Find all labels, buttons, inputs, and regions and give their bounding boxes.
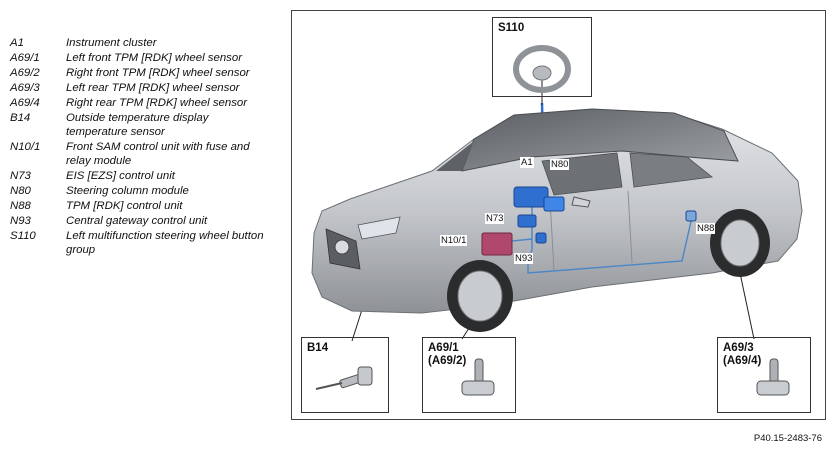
rear-sensor-leader	[739, 272, 755, 340]
legend-desc: Front SAM control unit with fuse and rel…	[66, 141, 250, 167]
legend-code: A69/2	[10, 67, 40, 79]
car-roof-glass	[461, 108, 739, 172]
legend: A1 Instrument cluster A69/1 Left front TPM…	[10, 36, 270, 258]
legend-code: N10/1	[10, 141, 41, 153]
steering-column-module	[543, 196, 565, 212]
tag-n80: N80	[550, 159, 570, 170]
legend-row-b14: B14 Outside temperature display temperatu…	[10, 111, 270, 139]
legend-code: N80	[10, 185, 31, 197]
figure-reference: P40.15-2483-76	[753, 433, 822, 444]
legend-code: S110	[10, 230, 36, 242]
legend-desc: Left front TPM [RDK] wheel sensor	[66, 52, 242, 64]
rear-wheel-rim	[720, 219, 760, 267]
legend-row-a69-1: A69/1 Left front TPM [RDK] wheel sensor	[10, 51, 270, 65]
legend-code: N73	[10, 170, 31, 182]
tag-a1: A1	[520, 157, 534, 168]
legend-desc: TPM [RDK] control unit	[66, 200, 183, 212]
legend-desc: Right rear TPM [RDK] wheel sensor	[66, 97, 248, 109]
legend-row-n88: N88 TPM [RDK] control unit	[10, 199, 270, 213]
callout-title: A69/3 (A69/4)	[723, 342, 762, 367]
central-gateway-unit	[535, 232, 547, 244]
legend-desc: Instrument cluster	[66, 37, 157, 49]
rear-wheel-sensor-icon	[756, 358, 790, 396]
legend-code: A69/3	[10, 82, 40, 94]
legend-code: N93	[10, 215, 31, 227]
front-sam-control-unit	[481, 232, 513, 256]
door-seam-rear	[627, 190, 633, 264]
legend-desc: Right front TPM [RDK] wheel sensor	[66, 67, 250, 79]
tag-n93: N93	[514, 253, 534, 264]
legend-desc: Left rear TPM [RDK] wheel sensor	[66, 82, 240, 94]
legend-row-n80: N80 Steering column module	[10, 184, 270, 198]
legend-row-n10-1: N10/1 Front SAM control unit with fuse an…	[10, 140, 270, 168]
legend-code: A69/4	[10, 97, 40, 109]
legend-code: B14	[10, 112, 31, 124]
legend-desc: EIS [EZS] control unit	[66, 170, 175, 182]
legend-row-a69-4: A69/4 Right rear TPM [RDK] wheel sensor	[10, 96, 270, 110]
tag-n10-1: N10/1	[440, 235, 468, 246]
b14-callout: B14	[301, 337, 389, 413]
windshield	[436, 141, 474, 171]
legend-row-a69-2: A69/2 Right front TPM [RDK] wheel sensor	[10, 66, 270, 80]
callout-title: S110	[498, 22, 525, 34]
front-sensor-callout: A69/1 (A69/2)	[422, 337, 516, 413]
steering-wheel-icon	[513, 45, 571, 93]
callout-title: A69/1 (A69/2)	[428, 342, 467, 367]
legend-code: A1	[10, 37, 24, 49]
s110-callout: S110	[492, 17, 592, 97]
car-illustration	[311, 45, 803, 396]
eis-control-unit	[517, 214, 537, 228]
rear-sensor-callout: A69/3 (A69/4)	[717, 337, 811, 413]
front-wheel-rim	[457, 270, 503, 322]
legend-row-n93: N93 Central gateway control unit	[10, 214, 270, 228]
legend-desc: Central gateway control unit	[66, 215, 208, 227]
tag-n88: N88	[696, 223, 716, 234]
instrument-cluster-module	[513, 186, 549, 208]
legend-desc: Left multifunction steering wheel button…	[66, 230, 264, 256]
legend-desc: Steering column module	[66, 185, 189, 197]
temperature-sensor-icon	[315, 366, 373, 390]
legend-row-a69-3: A69/3 Left rear TPM [RDK] wheel sensor	[10, 81, 270, 95]
can-wiring	[527, 207, 693, 274]
legend-row-s110: S110 Left multifunction steering wheel bu…	[10, 229, 270, 257]
legend-row-n73: N73 EIS [EZS] control unit	[10, 169, 270, 183]
legend-row-a1: A1 Instrument cluster	[10, 36, 270, 50]
headlight	[357, 216, 401, 240]
legend-code: N88	[10, 200, 31, 212]
brand-emblem-icon	[334, 239, 350, 255]
callout-title: B14	[307, 342, 329, 354]
steering-hub	[532, 65, 552, 81]
rear-door-window	[629, 152, 713, 188]
side-mirror	[571, 196, 591, 208]
legend-desc: Outside temperature display temperature …	[66, 112, 209, 138]
tag-n73: N73	[485, 213, 505, 224]
vehicle-figure: S110 B14 A69/1 (A69/2) A69/3 (A69/4) A1 …	[291, 10, 826, 420]
legend-code: A69/1	[10, 52, 40, 64]
front-wheel-sensor-icon	[461, 358, 495, 396]
tpm-control-unit	[685, 210, 697, 222]
